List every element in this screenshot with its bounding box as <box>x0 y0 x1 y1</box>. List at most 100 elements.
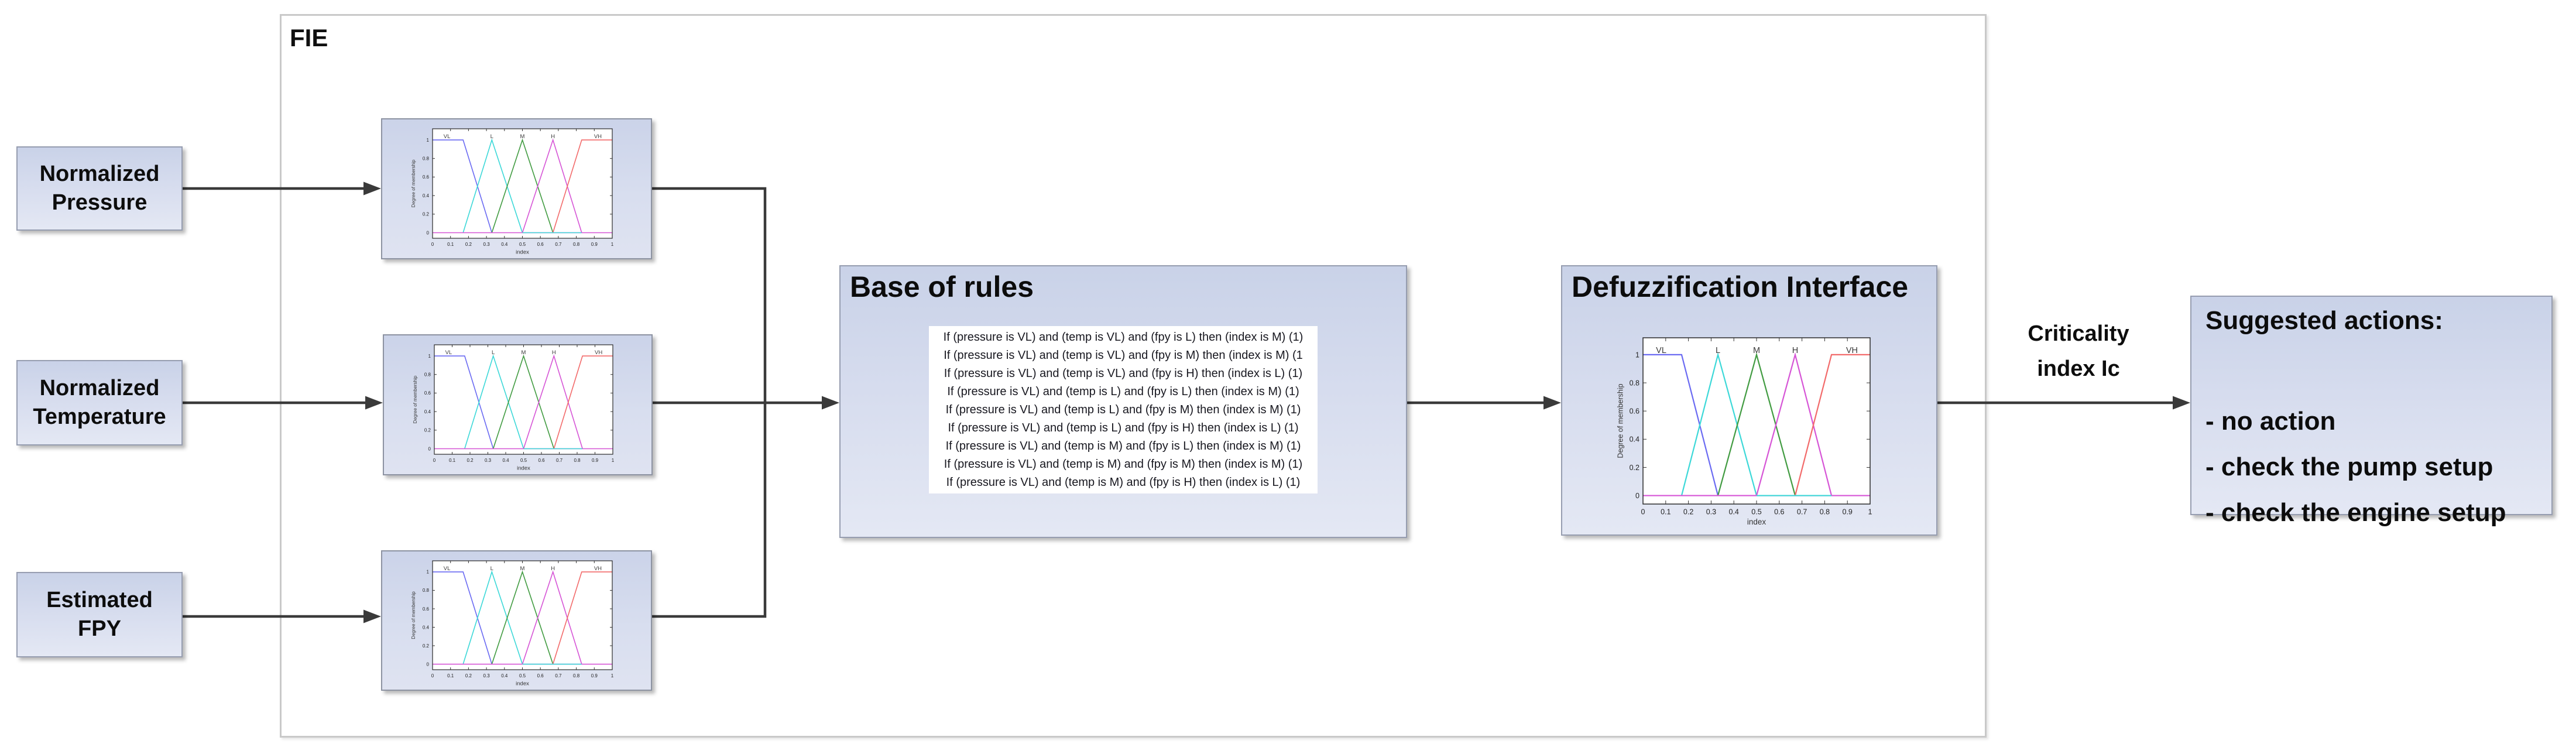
suggested-action: - no action <box>2205 407 2336 436</box>
svg-text:0.8: 0.8 <box>574 458 581 463</box>
rule-line: If (pressure is VL) and (temp is VL) and… <box>944 348 1303 362</box>
svg-text:0.2: 0.2 <box>465 242 472 247</box>
svg-text:0: 0 <box>427 230 430 235</box>
rule-line: If (pressure is VL) and (temp is L) and … <box>948 421 1299 434</box>
svg-text:VL: VL <box>445 349 452 356</box>
input-box-normalized-pressure: Normalized Pressure <box>16 146 183 231</box>
svg-text:0.7: 0.7 <box>1797 508 1807 516</box>
svg-text:0.2: 0.2 <box>423 212 430 217</box>
svg-text:0.4: 0.4 <box>1729 508 1739 516</box>
base-of-rules-title: Base of rules <box>850 270 1034 303</box>
svg-text:0.9: 0.9 <box>1843 508 1853 516</box>
svg-text:L: L <box>1716 346 1720 355</box>
svg-text:0.5: 0.5 <box>519 242 526 247</box>
svg-text:0.8: 0.8 <box>1820 508 1830 516</box>
svg-text:0.7: 0.7 <box>555 673 562 678</box>
svg-text:1: 1 <box>1635 351 1639 359</box>
svg-text:0.6: 0.6 <box>538 458 545 463</box>
svg-text:M: M <box>520 133 525 140</box>
svg-text:Degree of membership: Degree of membership <box>411 159 416 207</box>
svg-text:0.2: 0.2 <box>465 673 472 678</box>
suggested-actions-list: - no action- check the pump setup- check… <box>2205 399 2537 536</box>
svg-text:0.6: 0.6 <box>423 174 430 180</box>
svg-text:0.8: 0.8 <box>423 588 430 593</box>
svg-text:0.1: 0.1 <box>447 242 454 247</box>
svg-text:index: index <box>516 681 529 687</box>
input-label-line: Pressure <box>52 190 148 215</box>
defuzzification-title: Defuzzification Interface <box>1572 270 1909 303</box>
svg-text:0.2: 0.2 <box>1683 508 1693 516</box>
svg-text:index: index <box>1747 517 1767 526</box>
svg-text:0.6: 0.6 <box>1630 407 1639 416</box>
svg-text:0: 0 <box>427 662 430 667</box>
input-label-line: Normalized <box>39 162 160 187</box>
input-label-line: Temperature <box>33 405 166 429</box>
svg-text:Degree of membership: Degree of membership <box>413 375 418 423</box>
rule-line: If (pressure is VL) and (temp is VL) and… <box>943 330 1304 344</box>
criticality-line: Criticality <box>2028 321 2129 346</box>
rule-line: If (pressure is VL) and (temp is L) and … <box>945 403 1301 416</box>
svg-text:0.2: 0.2 <box>1630 464 1639 472</box>
fie-label: FIE <box>290 24 328 52</box>
svg-text:0.1: 0.1 <box>449 458 456 463</box>
svg-text:0.3: 0.3 <box>1706 508 1716 516</box>
svg-text:L: L <box>490 133 493 140</box>
svg-text:M: M <box>522 349 526 356</box>
svg-text:Degree of membership: Degree of membership <box>1617 383 1625 458</box>
svg-text:0: 0 <box>431 242 434 247</box>
svg-text:0.6: 0.6 <box>423 606 430 612</box>
svg-text:0.6: 0.6 <box>537 242 544 247</box>
svg-text:0: 0 <box>1641 508 1645 516</box>
svg-text:0.1: 0.1 <box>1661 508 1671 516</box>
rule-line: If (pressure is VL) and (temp is L) and … <box>947 385 1299 398</box>
svg-text:0.3: 0.3 <box>485 458 492 463</box>
svg-text:0: 0 <box>1635 492 1639 500</box>
rule-line: If (pressure is VL) and (temp is M) and … <box>944 457 1303 471</box>
svg-text:H: H <box>551 566 555 572</box>
svg-text:M: M <box>1753 346 1760 355</box>
svg-text:0.6: 0.6 <box>537 673 544 678</box>
suggested-action: - check the engine setup <box>2205 498 2506 527</box>
svg-text:1: 1 <box>612 458 615 463</box>
svg-text:Degree of membership: Degree of membership <box>411 591 416 639</box>
svg-text:0.8: 0.8 <box>423 156 430 162</box>
svg-text:H: H <box>552 349 556 356</box>
svg-text:0.7: 0.7 <box>556 458 563 463</box>
svg-text:0.8: 0.8 <box>573 673 580 678</box>
criticality-index-label: Criticality index Ic <box>1989 316 2168 386</box>
svg-text:M: M <box>520 566 525 572</box>
input-label-line: Normalized <box>39 376 160 401</box>
arrowheads <box>363 181 2190 623</box>
svg-text:0: 0 <box>431 673 434 678</box>
svg-text:0.5: 0.5 <box>519 673 526 678</box>
svg-text:0.9: 0.9 <box>591 242 598 247</box>
rule-line: If (pressure is VL) and (temp is M) and … <box>946 475 1301 489</box>
criticality-line: index Ic <box>2037 357 2120 381</box>
svg-text:L: L <box>492 349 495 356</box>
svg-text:VH: VH <box>1846 346 1858 355</box>
svg-text:0.4: 0.4 <box>501 673 508 678</box>
svg-text:1: 1 <box>1868 508 1872 516</box>
svg-text:index: index <box>516 249 529 256</box>
svg-text:0.3: 0.3 <box>483 242 490 247</box>
svg-text:0.9: 0.9 <box>592 458 599 463</box>
base-of-rules-box: Base of rules If (pressure is VL) and (t… <box>839 265 1407 538</box>
svg-text:VH: VH <box>594 133 602 140</box>
svg-text:VL: VL <box>444 566 451 572</box>
svg-text:0.4: 0.4 <box>502 458 509 463</box>
suggested-actions-title: Suggested actions: <box>2205 306 2443 335</box>
svg-text:0.6: 0.6 <box>1774 508 1784 516</box>
svg-text:H: H <box>551 133 555 140</box>
svg-text:0: 0 <box>433 458 436 463</box>
svg-text:VH: VH <box>595 349 602 356</box>
svg-text:0.8: 0.8 <box>1630 379 1639 387</box>
rules-list-panel: If (pressure is VL) and (temp is VL) and… <box>929 326 1318 493</box>
svg-text:0.8: 0.8 <box>424 372 431 378</box>
